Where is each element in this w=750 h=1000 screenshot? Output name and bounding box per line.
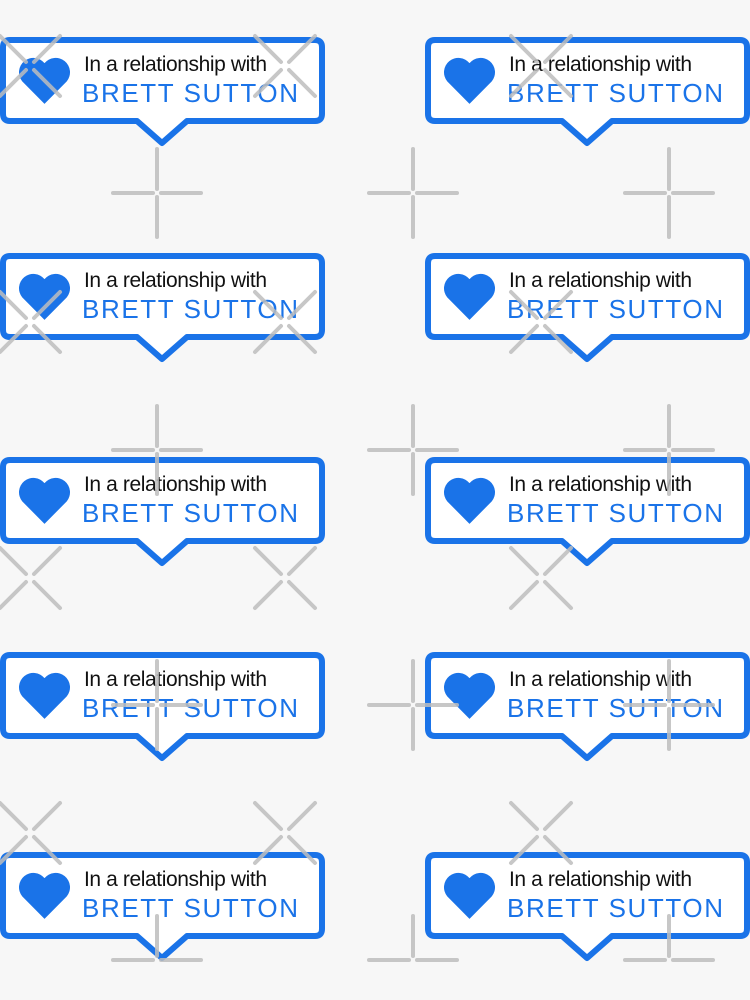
sticker: In a relationship with BRETT SUTTON <box>0 652 325 762</box>
speech-bubble <box>425 253 750 362</box>
partner-name: BRETT SUTTON <box>507 78 725 108</box>
speech-bubble <box>0 457 325 566</box>
sticker: In a relationship with BRETT SUTTON <box>425 852 750 962</box>
partner-name: BRETT SUTTON <box>507 294 725 324</box>
status-label: In a relationship with <box>84 668 267 691</box>
partner-name: BRETT SUTTON <box>507 693 725 723</box>
partner-name: BRETT SUTTON <box>507 498 725 528</box>
status-label: In a relationship with <box>509 668 692 691</box>
sticker: In a relationship with BRETT SUTTON <box>425 37 750 147</box>
heart-icon <box>443 273 496 320</box>
partner-name: BRETT SUTTON <box>82 294 300 324</box>
sticker: In a relationship with BRETT SUTTON <box>425 652 750 762</box>
heart-icon <box>443 672 496 719</box>
status-label: In a relationship with <box>509 53 692 76</box>
heart-icon <box>443 477 496 524</box>
heart-icon <box>443 57 496 104</box>
heart-icon <box>18 477 71 524</box>
sticker: In a relationship with BRETT SUTTON <box>425 457 750 567</box>
status-label: In a relationship with <box>509 868 692 891</box>
sticker: In a relationship with BRETT SUTTON <box>425 253 750 363</box>
heart-icon <box>18 672 71 719</box>
heart-icon <box>18 273 71 320</box>
partner-name: BRETT SUTTON <box>82 78 300 108</box>
status-label: In a relationship with <box>509 269 692 292</box>
sticker: In a relationship with BRETT SUTTON <box>0 37 325 147</box>
partner-name: BRETT SUTTON <box>82 498 300 528</box>
speech-bubble <box>425 37 750 146</box>
status-label: In a relationship with <box>84 868 267 891</box>
heart-icon <box>18 57 71 104</box>
sticker: In a relationship with BRETT SUTTON <box>0 852 325 962</box>
heart-icon <box>443 872 496 919</box>
partner-name: BRETT SUTTON <box>82 693 300 723</box>
sticker: In a relationship with BRETT SUTTON <box>0 253 325 363</box>
sticker: In a relationship with BRETT SUTTON <box>0 457 325 567</box>
heart-icon <box>18 872 71 919</box>
speech-bubble <box>0 253 325 362</box>
partner-name: BRETT SUTTON <box>82 893 300 923</box>
status-label: In a relationship with <box>509 473 692 496</box>
partner-name: BRETT SUTTON <box>507 893 725 923</box>
status-label: In a relationship with <box>84 269 267 292</box>
status-label: In a relationship with <box>84 473 267 496</box>
status-label: In a relationship with <box>84 53 267 76</box>
